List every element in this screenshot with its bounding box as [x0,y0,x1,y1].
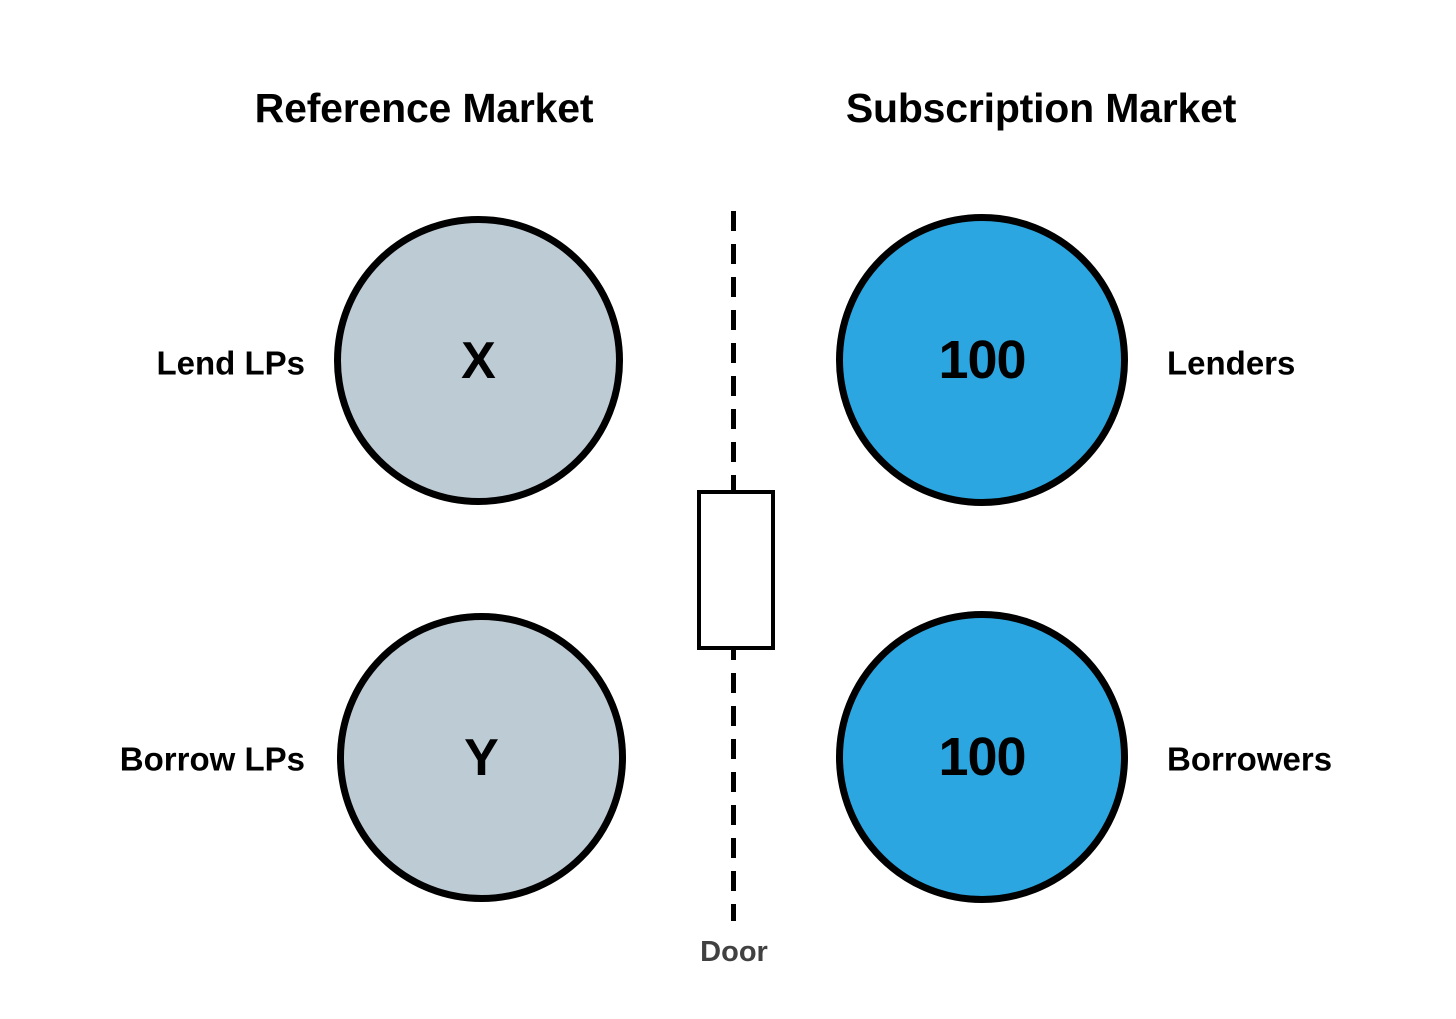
borrowers-value: 100 [938,727,1026,787]
borrow-lps-value: Y [464,728,499,787]
borrow-lps-label: Borrow LPs [119,740,305,778]
lend-lps-node: X [334,216,623,505]
lend-lps-label: Lend LPs [156,344,305,382]
subscription-market-title: Subscription Market [845,85,1237,131]
borrow-lps-node: Y [337,613,626,902]
borrowers-node: 100 [836,611,1128,903]
lenders-node: 100 [836,214,1128,506]
lenders-value: 100 [938,330,1026,390]
lenders-label: Lenders [1167,344,1296,382]
reference-market-title: Reference Market [254,85,594,131]
lend-lps-value: X [461,331,496,390]
door-label: Door [700,936,768,968]
borrowers-label: Borrowers [1167,740,1333,778]
door-rectangle [697,490,775,650]
